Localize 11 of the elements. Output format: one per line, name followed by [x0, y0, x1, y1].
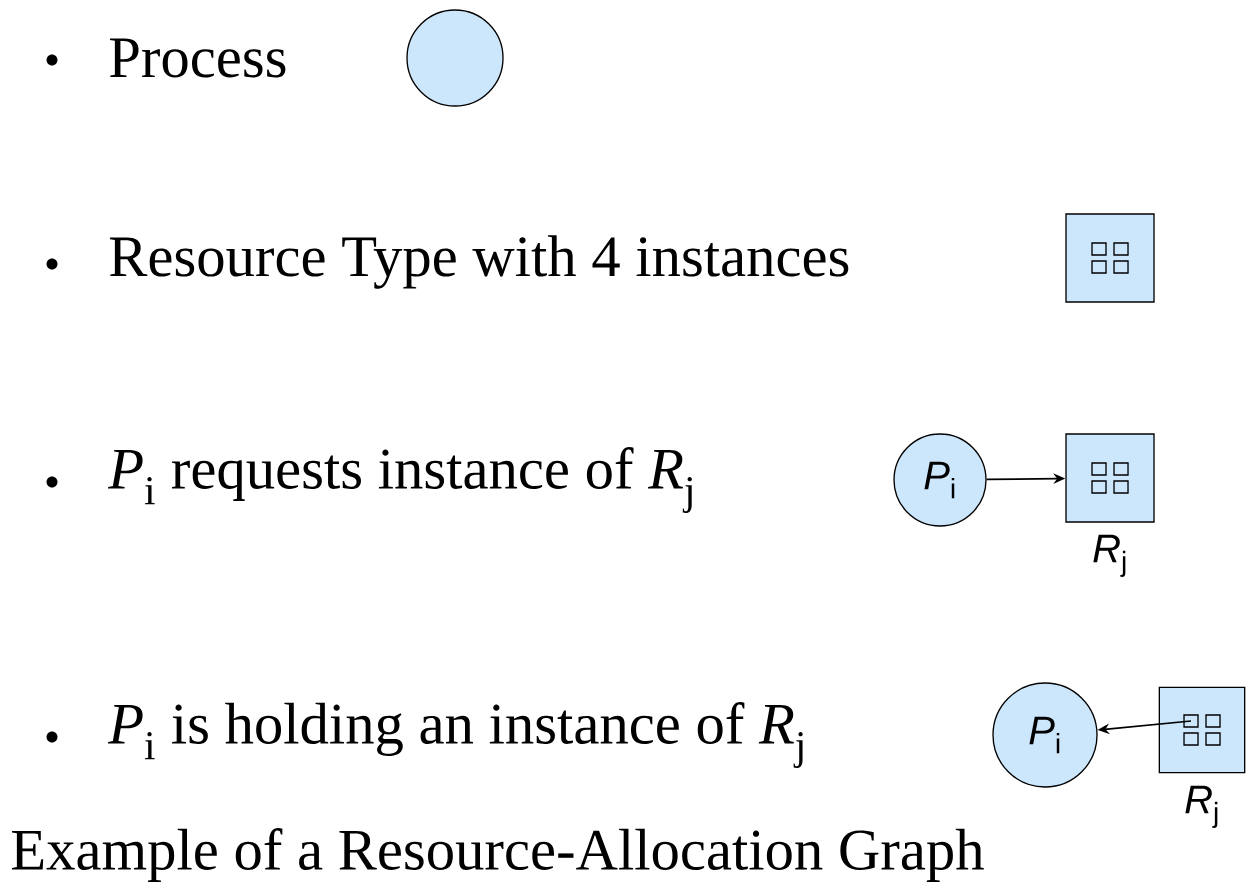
bullet-text: Process [109, 38, 286, 78]
node-caption: R$_{j}$ [1185, 785, 1218, 828]
resource-box [1158, 686, 1246, 774]
bullet-text: Resource Type with 4 instances [109, 235, 849, 289]
process-circle [406, 9, 504, 107]
bullet-text: Example of a Resource-Allocation Graph [11, 828, 984, 882]
bullet-text: P$_{i}$ requests instance of R$_{j}$ [107, 447, 692, 513]
bullet-text: P$_{i}$ is holding an instance of R$_{j}$ [107, 702, 803, 768]
resource-box [1065, 213, 1155, 303]
node-caption: R$_{j}$ [1093, 534, 1126, 577]
resource-box [1065, 433, 1155, 523]
